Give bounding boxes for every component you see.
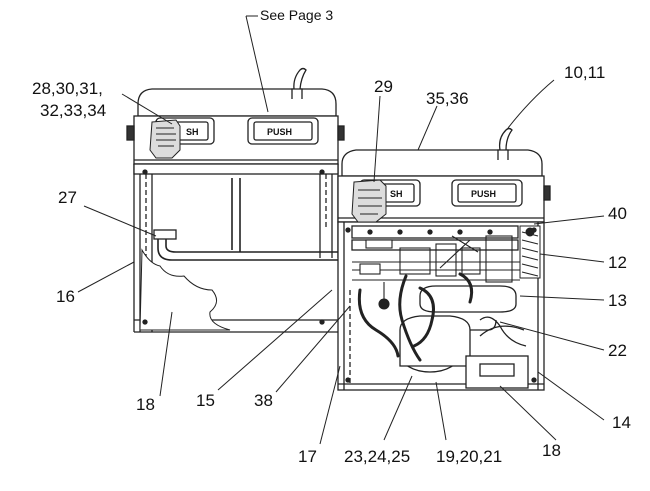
rear-hand-icon	[149, 119, 181, 159]
label-19-20-21: 19,20,21	[436, 447, 502, 466]
label-10-11: 10,11	[564, 63, 605, 82]
label-14: 14	[612, 413, 631, 432]
label-38: 38	[254, 391, 273, 410]
label-40: 40	[608, 204, 627, 223]
rear-valve	[153, 229, 177, 240]
rear-left-knob	[126, 125, 135, 141]
front-label-plate	[479, 363, 515, 377]
label-35-36: 35,36	[426, 89, 469, 108]
label-32-33-34: 32,33,34	[40, 101, 106, 120]
rear-pipe-a	[157, 232, 338, 261]
label-13: 13	[608, 291, 627, 310]
front-plumbing	[352, 235, 520, 310]
front-left-push-text: SH	[390, 189, 403, 199]
label-18-left: 18	[136, 395, 155, 414]
front-right-knob	[543, 185, 551, 201]
front-hand-icon	[351, 179, 387, 223]
label-27: 27	[58, 188, 77, 207]
leader-lines	[77, 15, 605, 445]
rear-right-button-frame	[247, 117, 319, 145]
rear-top-cap	[137, 88, 337, 117]
rear-cutaway	[139, 248, 231, 331]
rear-bubbler	[291, 67, 307, 99]
front-right-button-frame	[451, 179, 523, 207]
label-23-24-25: 23,24,25	[344, 447, 410, 466]
label-12: 12	[608, 253, 627, 272]
label-15: 15	[196, 391, 215, 410]
rear-right-knob	[337, 125, 345, 141]
rear-cooler-unit	[126, 67, 345, 333]
front-right-push-text: PUSH	[471, 189, 496, 199]
rear-right-push-text: PUSH	[267, 127, 292, 137]
label-see-page-3: See Page 3	[260, 7, 333, 23]
label-22: 22	[608, 341, 627, 360]
front-side-vent	[519, 225, 541, 279]
front-bubbler	[497, 127, 513, 160]
front-top-cap	[341, 149, 543, 177]
label-29: 29	[374, 77, 393, 96]
label-28-30-31: 28,30,31,	[32, 79, 103, 98]
rear-left-push-text: SH	[186, 127, 199, 137]
label-16: 16	[56, 287, 75, 306]
label-17: 17	[298, 447, 317, 466]
front-tubing	[357, 272, 474, 362]
front-cooler-unit	[337, 127, 551, 391]
label-18-right: 18	[542, 441, 561, 460]
